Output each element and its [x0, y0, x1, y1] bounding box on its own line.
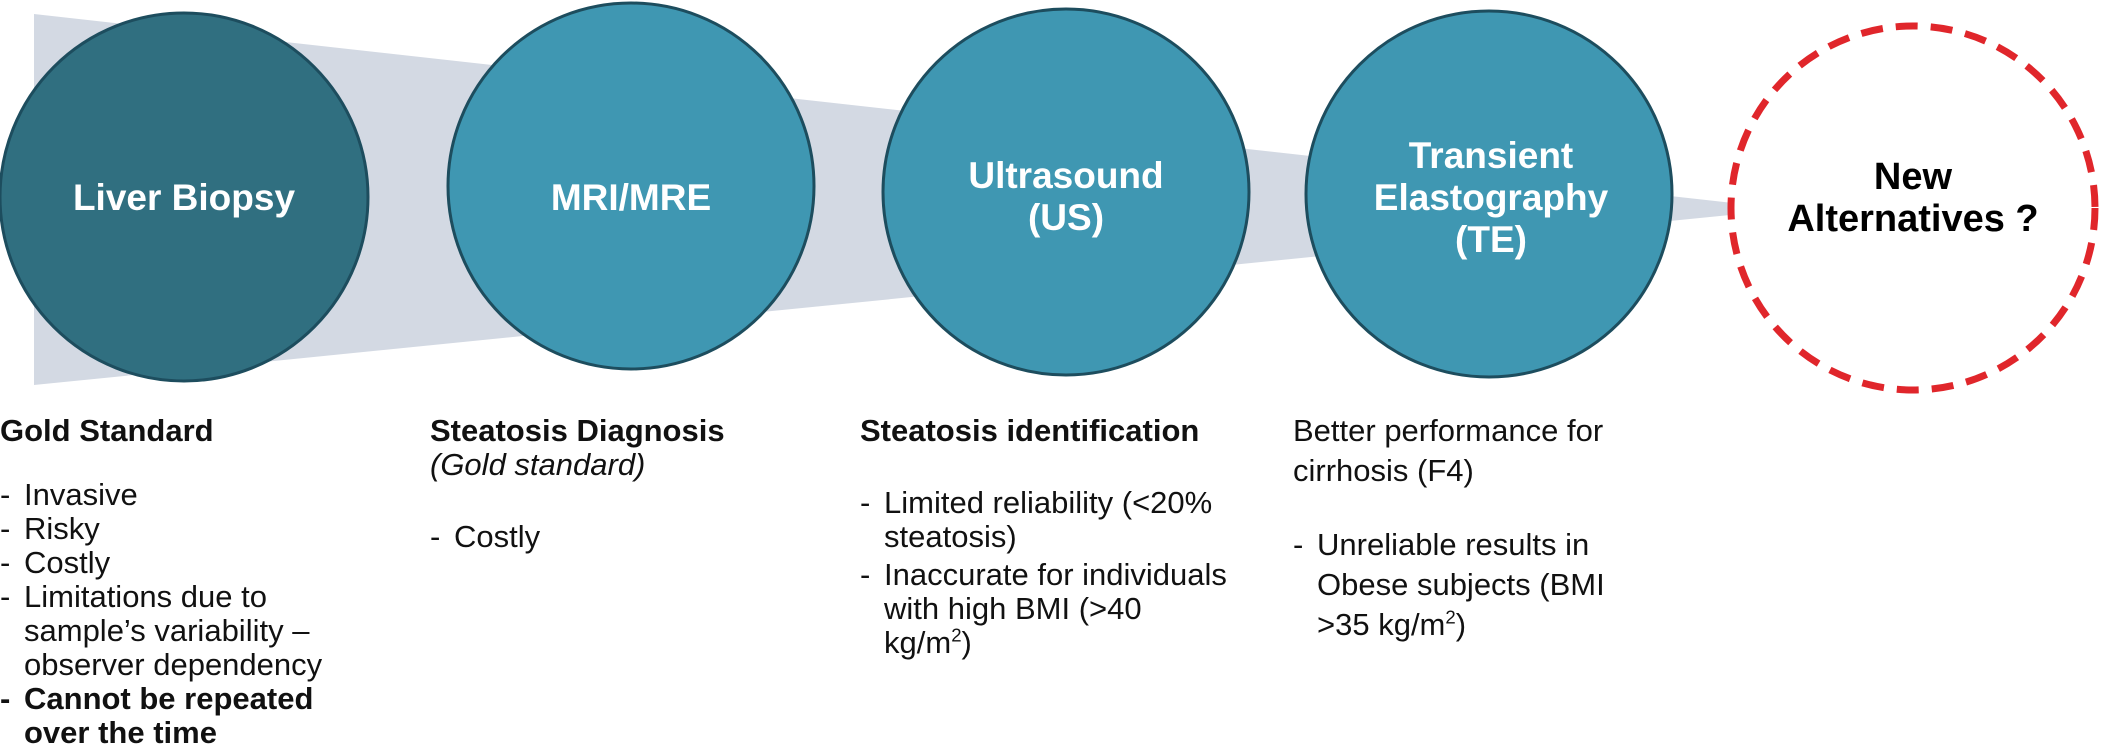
circle-ultrasound: Ultrasound (US)	[881, 7, 1251, 377]
bullet-costly-mri: Costly	[430, 520, 810, 555]
te-bullets: Unreliable results in Obese subjects (BM…	[1293, 525, 1653, 645]
closing-paren: )	[961, 625, 972, 660]
new-alternatives-line1: New	[1874, 156, 1953, 198]
bullet-costly: Costly	[0, 546, 375, 581]
ultrasound-bullets: Limited reliability (<20% steatosis) Ina…	[860, 486, 1230, 660]
bullet-limited-reliability: Limited reliability (<20% steatosis)	[860, 486, 1230, 554]
subheading-gold-standard: (Gold standard)	[430, 447, 646, 482]
circle-label-mri-mre: MRI/MRE	[551, 177, 711, 218]
bullet-unreliable-text: Unreliable results in Obese subjects (BM…	[1317, 527, 1605, 642]
heading-gold-standard: Gold Standard	[0, 413, 214, 448]
circle-label-te-line2: Elastography	[1374, 177, 1609, 218]
circle-new-alternatives: New Alternatives ?	[1727, 22, 2099, 394]
closing-paren-te: )	[1455, 607, 1467, 642]
bullet-limitations: Limitations due to sample’s variability …	[0, 580, 375, 682]
circle-label-liver-biopsy: Liver Biopsy	[73, 177, 295, 218]
bullet-cannot-be-repeated: Cannot be repeated over the time	[0, 682, 375, 750]
column-liver-biopsy: Gold Standard Invasive Risky Costly Limi…	[0, 414, 375, 750]
mri-bullets: Costly	[430, 520, 810, 555]
bullet-risky: Risky	[0, 512, 375, 547]
new-alternatives-line2: Alternatives ?	[1787, 198, 2038, 240]
dashed-circle-icon	[1727, 22, 2099, 394]
circle-liver-biopsy: Liver Biopsy	[0, 11, 370, 383]
column-ultrasound: Steatosis identification Limited reliabi…	[860, 414, 1230, 660]
circle-label-te-line3: (TE)	[1455, 219, 1527, 260]
bullet-inaccurate-bmi: Inaccurate for individuals with high BMI…	[860, 558, 1230, 660]
bullet-inaccurate-text: Inaccurate for individuals with high BMI…	[884, 557, 1227, 660]
circle-label-ultrasound-line2: (US)	[1028, 197, 1104, 238]
superscript-2: 2	[951, 624, 962, 646]
intro-better-performance: Better performance for cirrhosis (F4)	[1293, 413, 1604, 488]
bullet-invasive: Invasive	[0, 478, 375, 513]
circle-mri-mre: MRI/MRE	[446, 1, 816, 371]
column-transient-elastography: Better performance for cirrhosis (F4) Un…	[1293, 411, 1653, 645]
circle-label-ultrasound-line1: Ultrasound	[968, 155, 1163, 196]
superscript-2-te: 2	[1445, 606, 1456, 628]
circle-transient-elastography: Transient Elastography (TE)	[1304, 9, 1674, 379]
circle-label-te-line1: Transient	[1409, 135, 1574, 176]
bullet-unreliable-obese: Unreliable results in Obese subjects (BM…	[1293, 525, 1653, 645]
heading-steatosis-diagnosis: Steatosis Diagnosis	[430, 413, 725, 448]
liver-biopsy-bullets: Invasive Risky Costly Limitations due to…	[0, 478, 375, 750]
heading-steatosis-identification: Steatosis identification	[860, 413, 1200, 448]
column-mri-mre: Steatosis Diagnosis (Gold standard) Cost…	[430, 413, 810, 555]
